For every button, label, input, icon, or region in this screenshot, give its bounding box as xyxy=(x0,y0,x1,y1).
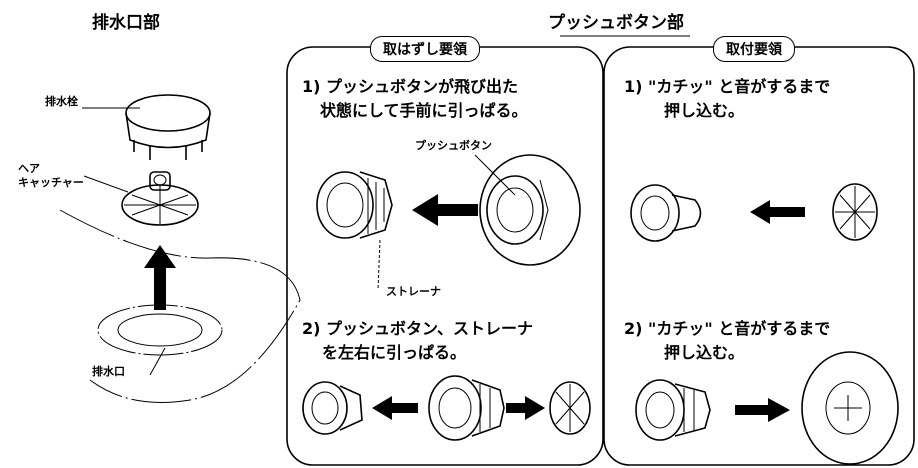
button-illustration-2 xyxy=(549,381,591,435)
right-arrow-install-2 xyxy=(735,398,790,422)
assembly-illustration-install-2 xyxy=(635,379,711,441)
drain-section-title: 排水口部 xyxy=(92,13,160,33)
left-arrow-install-1 xyxy=(750,200,805,224)
strainer-illustration-install-1 xyxy=(630,184,702,242)
right-arrow-removal-2 xyxy=(506,396,545,420)
removal-step2-line2: を左右に引っぱる。 xyxy=(322,343,467,362)
hair-catcher-label-line2: キャッチャー xyxy=(18,176,84,189)
left-arrow-removal-2 xyxy=(372,396,418,420)
drain-fitting-illustration xyxy=(801,351,899,465)
drain-hole-illustration xyxy=(97,304,223,376)
push-button-illustration-1 xyxy=(474,154,581,266)
push-button-section-title: プッシュボタン部 xyxy=(548,13,684,33)
strainer-illustration-1 xyxy=(316,171,393,239)
strainer-label: ストレーナ xyxy=(386,285,441,298)
assembly-illustration xyxy=(428,375,505,441)
removal-procedure-tag: 取はずし要領 xyxy=(370,36,480,62)
push-button-label: プッシュボタン xyxy=(415,139,492,152)
drain-hole-label: 排水口 xyxy=(92,365,125,378)
strainer-leader-line xyxy=(377,239,381,291)
install-step2-line2: 押し込む。 xyxy=(664,343,745,362)
removal-step1-line1: 1) プッシュボタンが飛び出た xyxy=(302,77,519,96)
hair-catcher-illustration xyxy=(83,171,199,226)
install-procedure-tag: 取付要領 xyxy=(713,36,795,62)
install-step1-line1: 1) "カチッ" と音がするまで xyxy=(624,77,831,96)
removal-step2-line1: 2) プッシュボタン、ストレーナ xyxy=(302,319,534,338)
button-illustration-install-1 xyxy=(832,183,878,241)
drain-stopper-label: 排水栓 xyxy=(45,95,78,108)
install-step1-line2: 押し込む。 xyxy=(664,101,745,120)
strainer-illustration-2 xyxy=(302,381,363,435)
up-arrow xyxy=(144,245,176,310)
drain-stopper-illustration xyxy=(82,94,211,160)
left-arrow-removal-1 xyxy=(412,194,478,226)
removal-step1-line2: 状態にして手前に引っぱる。 xyxy=(320,101,528,120)
install-step2-line1: 2) "カチッ" と音がするまで xyxy=(624,319,831,338)
install-panel-frame xyxy=(603,46,915,466)
hair-catcher-label-line1: ヘア xyxy=(18,162,40,175)
